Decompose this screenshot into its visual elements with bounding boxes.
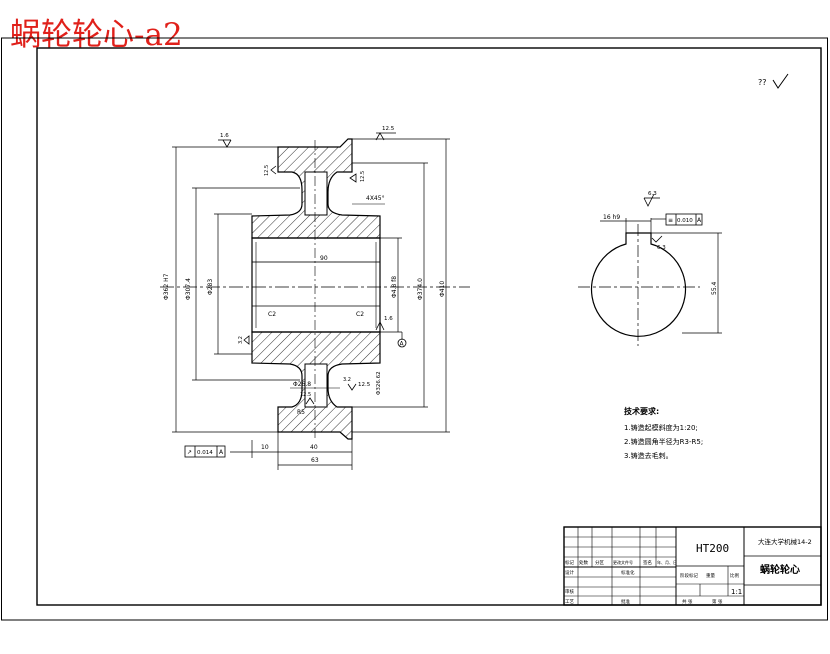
dim-len-10: 10 [261,444,269,451]
keyway-bore [590,232,687,337]
svg-text:A: A [219,449,224,456]
length-dims [230,432,353,470]
tb-h-doc: 更改文件号 [613,559,633,565]
dim-len-63: 63 [311,457,319,464]
dim-r-small: R5 [297,409,305,416]
tb-h-count: 处数 [579,559,588,566]
rough-r5: 3.2 [238,336,244,344]
rough-r10: 6.3 [657,245,666,251]
rough-r6: 1.6 [384,316,393,322]
side-view: 55.4 16 h9 ≡ 0.010 A 6.3 6.3 [578,191,722,346]
diameter-dims-right [352,138,450,433]
bore [251,237,381,333]
svg-text:A: A [400,341,405,348]
rough-r9: 6.3 [648,191,657,197]
datum-a: A [397,332,407,348]
diameter-dims-left [172,146,300,433]
svg-text:0.014: 0.014 [197,450,213,456]
technical-requirements: 技术要求: 1.铸造起模斜度为1:20; 2.铸造圆角半径为R3-R5; 3.铸… [624,406,703,460]
rough-r1: 1.6 [220,133,229,139]
dim-len-40: 40 [310,444,318,451]
tech-item-2: 2.铸造圆角半径为R3-R5; [624,437,703,446]
rough-r8: 12.5 [300,392,311,398]
tb-h-sheets: 共 张 [682,598,693,605]
rough-r7: 3.2 [343,377,351,383]
svg-text:≡: ≡ [668,217,673,224]
runout-tolerance-frame: ↗ 0.014 A [184,445,226,458]
dim-web: 12.5 [358,382,371,388]
tb-material: HT200 [696,542,729,555]
tech-heading: 技术要求: [624,406,659,416]
tb-h-mark: 标记 [565,559,574,566]
roughness-marks-front [218,132,396,405]
dim-d6: Φ410 [439,281,446,297]
tb-h-process: 工艺 [565,599,574,605]
svg-text:↗: ↗ [187,449,192,456]
tech-item-3: 3.铸造去毛刺。 [624,451,673,460]
dim-bore-length: 90 [320,255,328,262]
title-block [563,526,822,606]
dim-d2: Φ307.4 [185,278,192,300]
rough-r4: 12.5 [360,171,366,182]
tb-h-sheet: 第 张 [712,598,723,605]
section-view: Φ362 H7 Φ307.4 Φ283 Φ4.8 f8 Φ374.0 Φ410 … [160,126,470,470]
tech-item-1: 1.铸造起模斜度为1:20; [624,423,698,432]
rough-r3: 12.5 [264,165,270,176]
rough-r2: 12.5 [382,126,395,132]
roughness-other-symbol: ?? [758,73,789,89]
tb-h-zone: 分区 [595,559,604,566]
dim-key-depth: 55.4 [711,281,718,295]
inner-border [36,47,822,606]
dim-c2-left: C2 [268,311,276,318]
tb-h-weight: 重量 [706,572,715,579]
svg-text:0.010: 0.010 [677,218,693,224]
outer-border [1,37,828,621]
dim-key-width: 16 h9 [603,214,620,221]
tb-h-approve: 批准 [621,598,630,605]
tb-h-std: 标准化 [621,569,635,576]
dim-hub-d: Φ26.8 [293,381,311,388]
symmetry-tolerance-frame: ≡ 0.010 A [651,213,703,226]
tb-h-check: 审核 [565,588,574,595]
dim-d5: Φ374.0 [417,278,424,300]
dim-d1: Φ362 H7 [163,273,170,300]
tb-part-name: 蜗轮轮心 [760,563,800,576]
tb-h-date: 年、月、日 [657,559,677,565]
tb-school: 大连大学机械14-2 [758,537,812,546]
tb-scale: 1:1 [731,588,742,596]
web-core-bottom [304,363,328,408]
tb-h-ratio: 比例 [730,572,739,579]
web-core-top [304,171,328,216]
dim-web-d: Φ326.62 [376,371,382,395]
svg-text:??: ?? [758,78,767,87]
tb-h-sign: 签名 [643,559,652,566]
page-title: 蜗轮轮心-a2 [10,17,183,53]
dim-c2-right: C2 [356,311,364,318]
dim-chamfer: 4X45° [366,195,385,202]
dim-d3: Φ283 [207,279,214,295]
svg-text:A: A [697,217,702,224]
tb-h-design: 设计 [565,569,574,576]
tb-h-stage: 阶段标记 [680,572,698,579]
dim-d4: Φ4.8 f8 [391,276,398,298]
